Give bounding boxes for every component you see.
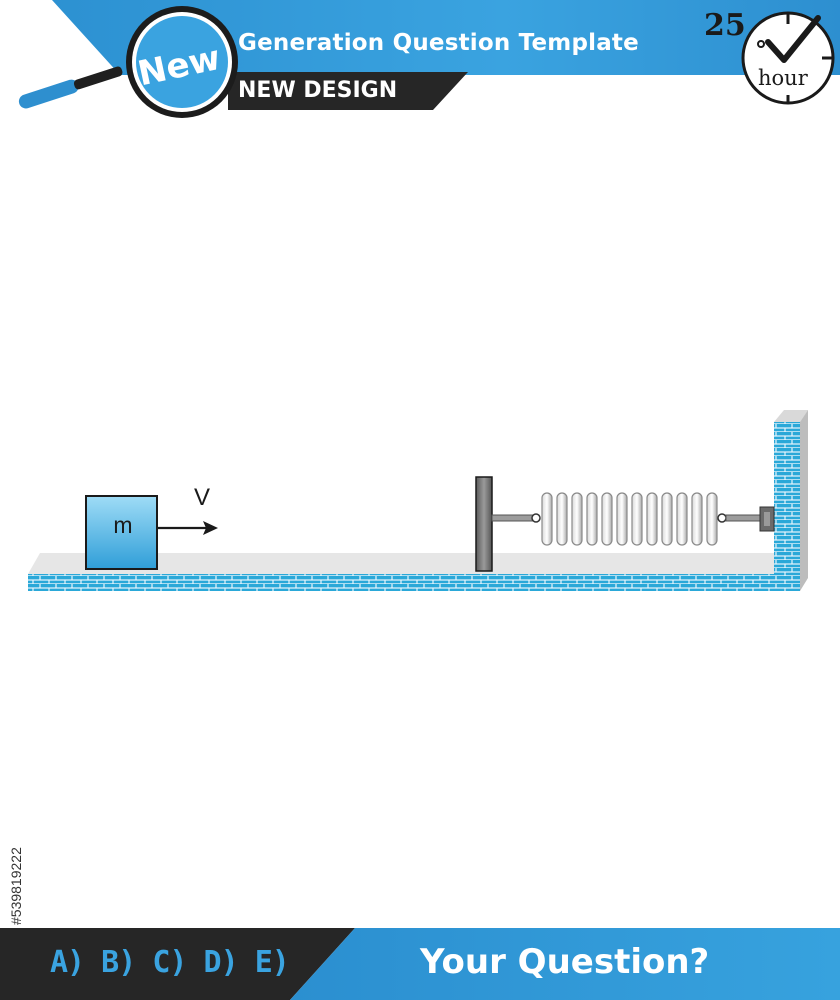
rod-joint [531, 513, 541, 523]
wall-top [774, 410, 808, 422]
subtitle-label: NEW DESIGN [238, 78, 398, 103]
clock-unit: hour [758, 66, 808, 90]
floor [28, 574, 800, 591]
stock-id: #539819222 [8, 847, 24, 925]
spring-end-joint [717, 513, 727, 523]
answer-options: A) B) C) D) E) [50, 945, 290, 980]
wall [774, 422, 800, 591]
spring-block-diagram [28, 410, 808, 591]
wall-rod [725, 514, 763, 522]
spring-coils [541, 492, 718, 546]
footer-question-panel [290, 928, 840, 1000]
wall-side [800, 410, 808, 591]
question-prompt: Your Question? [420, 942, 710, 982]
header-title: Generation Question Template [238, 30, 639, 56]
floor-surface [28, 553, 800, 574]
plunger-plate [475, 476, 493, 572]
mass-label: m [113, 512, 133, 538]
mass-block [85, 495, 158, 570]
magnifier-icon: New [18, 6, 238, 118]
clock-icon [741, 11, 835, 105]
clock-number: 25 [704, 8, 746, 43]
velocity-arrowhead [203, 521, 218, 535]
footer-answers-panel [0, 928, 355, 1000]
velocity-label: V [194, 484, 211, 511]
plunger-rod [491, 514, 537, 522]
subtitle-banner [228, 72, 468, 110]
